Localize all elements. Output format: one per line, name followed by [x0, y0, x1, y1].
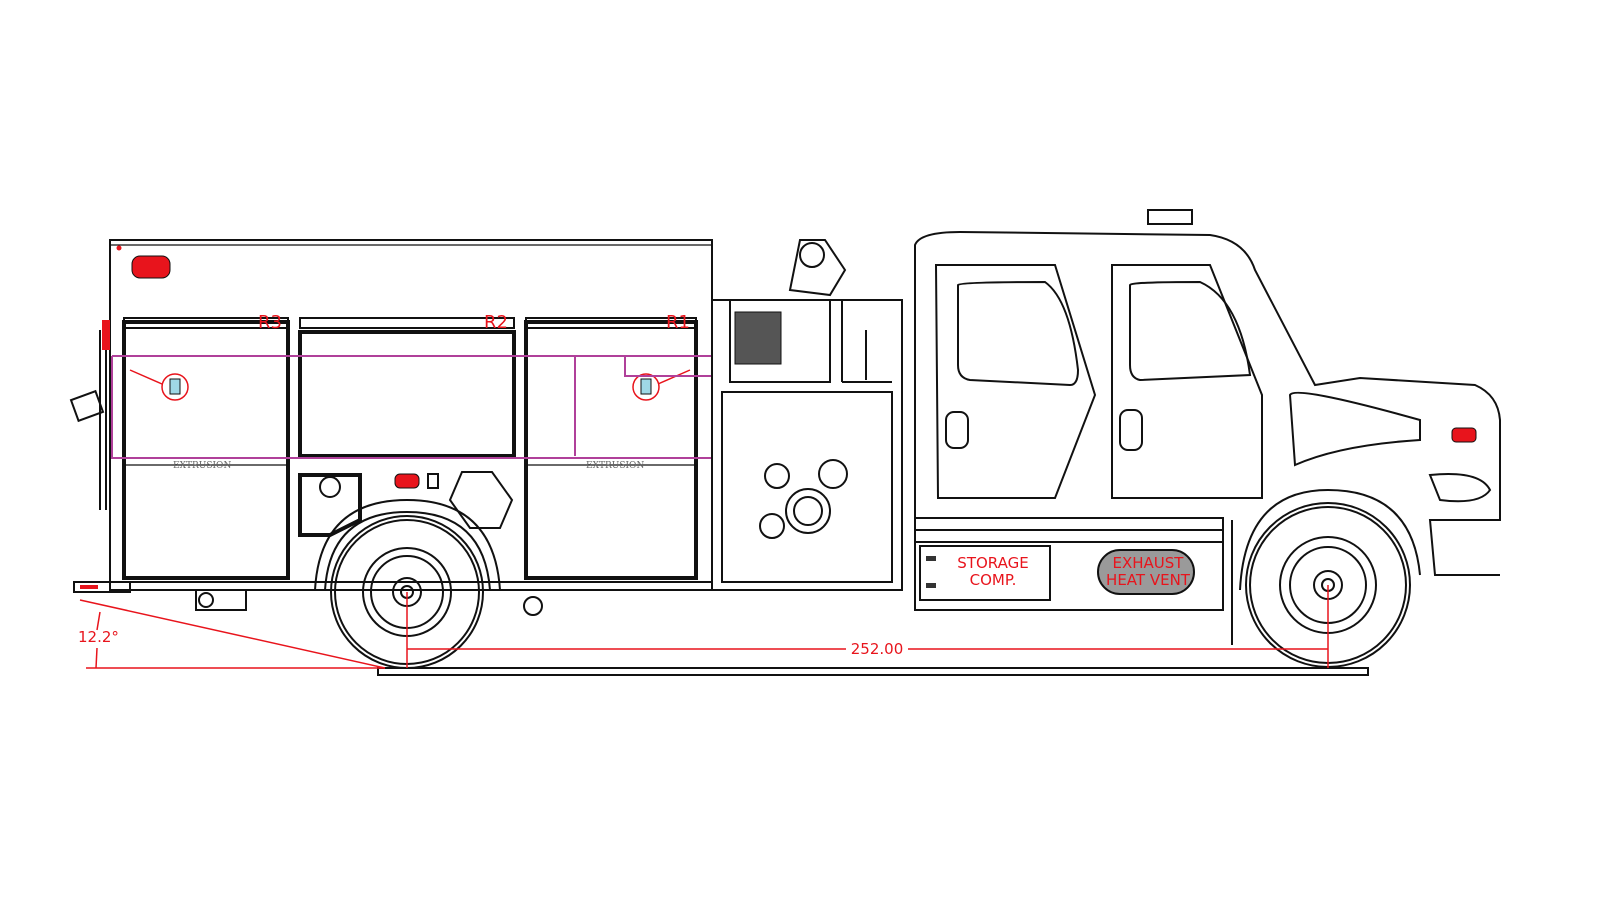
exhaust-label-line2: HEAT VENT: [1106, 571, 1191, 589]
compartment-label-r3: R3: [258, 312, 282, 333]
compartment-R1[interactable]: R1 EXTRUSION: [524, 312, 698, 580]
storage-label-line2: COMP.: [970, 571, 1017, 589]
apparatus-body: [69, 239, 713, 611]
extrusion-label: EXTRUSION: [173, 461, 231, 471]
storage-compartment[interactable]: STORAGE COMP.: [914, 517, 1224, 611]
compartment-label-r2: R2: [484, 312, 508, 333]
departure-angle-dimension: 12.2°: [78, 599, 386, 669]
exhaust-label-line1: EXHAUST: [1113, 554, 1185, 572]
rear-marker-light: [131, 255, 171, 279]
compartment-label-r1: R1: [666, 312, 690, 333]
storage-label-line1: STORAGE: [957, 554, 1028, 572]
light-bar: [1147, 209, 1193, 225]
exhaust-heat-vent: EXHAUST HEAT VENT: [1097, 549, 1195, 595]
compartment-R3[interactable]: R3 EXTRUSION: [122, 312, 290, 580]
angle-dimension-label: 12.2°: [78, 628, 119, 646]
wheelbase-dimension-label: 252.00: [851, 640, 904, 658]
crew-cab: [914, 209, 1501, 645]
extrusion-label: EXTRUSION: [586, 461, 644, 471]
compartment-R2[interactable]: R2: [298, 312, 516, 537]
wiring-harness: [111, 355, 712, 459]
ground-line: [377, 667, 1369, 676]
wheelbase-dimension: 252.00: [406, 585, 1329, 668]
pump-panel: [711, 239, 903, 591]
